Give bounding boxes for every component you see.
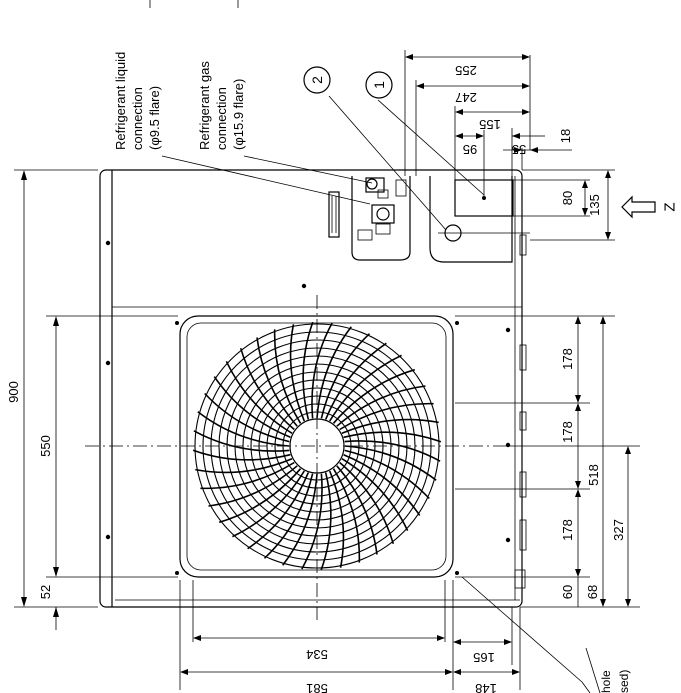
dim-255: 255 <box>455 63 477 78</box>
fan-blade-wire <box>197 411 290 447</box>
callout-2: 2 <box>303 66 331 94</box>
dim-68: 68 <box>585 585 600 599</box>
view-arrow-z: Z <box>621 195 679 219</box>
valve-cover-handle <box>328 191 340 238</box>
dim-178-c: 178 <box>560 519 575 541</box>
svg-text:hole: hole <box>599 670 613 693</box>
dimension-texts: 255 247 155 95 55 18 80 135 178 178 518 … <box>6 63 626 693</box>
fan-blade-wire <box>273 329 302 424</box>
fan-blade-wire <box>232 470 305 538</box>
fan-blade-wire <box>332 468 361 563</box>
fan-blade-wire <box>343 453 421 516</box>
dim-155: 155 <box>479 117 501 132</box>
service-panel <box>328 176 530 263</box>
fan-blade-wire <box>341 418 439 435</box>
fan-blade-wire <box>247 472 310 550</box>
dim-55: 55 <box>512 142 526 157</box>
fan-blade-wire <box>320 472 332 571</box>
top-dimensions <box>404 50 572 198</box>
dim-95: 95 <box>463 142 477 157</box>
fan-blade-wire <box>195 457 293 474</box>
dim-247: 247 <box>455 90 477 105</box>
svg-text:(φ9.5 flare): (φ9.5 flare) <box>147 86 162 150</box>
gas-valve <box>371 204 395 235</box>
dim-60: 60 <box>560 585 575 599</box>
liquid-valve <box>365 177 389 199</box>
liquid-connection-label: Refrigerant liquid connection (φ9.5 flar… <box>113 52 162 150</box>
fan-blade-wire <box>301 473 323 570</box>
dim-52: 52 <box>38 585 53 599</box>
fan-blade-wire <box>263 473 314 559</box>
hole-label: hole sed) <box>599 670 631 693</box>
leader-lines <box>149 0 601 693</box>
fan-blade-wire <box>208 465 298 507</box>
fan-blade-wire <box>329 354 402 422</box>
fan-blade-wire <box>200 461 295 490</box>
fan-blade-wire <box>341 458 409 531</box>
dim-178-b: 178 <box>560 421 575 443</box>
dim-581: 581 <box>306 681 328 693</box>
dim-148: 148 <box>475 681 497 693</box>
dim-518: 518 <box>586 464 601 486</box>
fan-blade-wire <box>193 430 290 452</box>
fan-blade-wire <box>302 321 314 420</box>
fan-blade-wire <box>218 468 302 524</box>
right-dimensions <box>455 169 640 608</box>
fan-blade-wire <box>192 449 291 461</box>
svg-text:Refrigerant gas: Refrigerant gas <box>197 61 212 150</box>
dim-165: 165 <box>473 650 495 665</box>
fan-blade-wire <box>332 368 416 424</box>
svg-text:sed): sed) <box>617 670 631 693</box>
center-lines <box>85 295 505 620</box>
fan-blade-wire <box>289 324 306 422</box>
fan-blade-wire <box>239 347 295 431</box>
svg-text:connection: connection <box>130 87 145 150</box>
bottom-dimensions <box>179 580 521 690</box>
dim-178-a: 178 <box>560 348 575 370</box>
fan-blade-wire <box>324 342 387 420</box>
dim-135: 135 <box>587 194 602 216</box>
fan-blade-wire <box>344 449 430 500</box>
fan-blade-wire <box>336 385 426 427</box>
fan-blade-wire <box>311 322 333 419</box>
side-tabs <box>514 234 527 589</box>
fan-blade-wire <box>344 440 441 462</box>
fan-blade-wire <box>339 402 434 431</box>
dim-534: 534 <box>306 647 328 662</box>
fan-blade-wire <box>204 392 290 443</box>
dim-80: 80 <box>560 191 575 205</box>
fan-blade-wire <box>328 470 345 568</box>
fan-blade-wire <box>282 473 318 566</box>
gas-connection-label: Refrigerant gas connection (φ15.9 flare) <box>197 61 246 150</box>
fan-blade-wire <box>336 465 378 555</box>
dim-550: 550 <box>38 435 53 457</box>
fan-blade-wire <box>256 337 298 427</box>
left-dimensions <box>14 169 178 630</box>
dim-327: 327 <box>611 519 626 541</box>
dim-900: 900 <box>6 381 21 403</box>
callout-1: 1 <box>365 71 393 99</box>
fan-blade-wire <box>344 445 437 481</box>
fan-blade-wire <box>225 361 293 434</box>
fan-blade-wire <box>213 376 291 439</box>
fan-blade-wire <box>316 326 352 419</box>
svg-text:2: 2 <box>309 76 325 84</box>
dim-18: 18 <box>558 129 573 143</box>
fan-blade-wire <box>339 461 395 545</box>
svg-text:Refrigerant liquid: Refrigerant liquid <box>113 52 128 150</box>
svg-text:1: 1 <box>371 81 387 89</box>
svg-text:(φ15.9 flare): (φ15.9 flare) <box>231 79 246 150</box>
view-letter: Z <box>662 202 679 211</box>
fan-blade-wire <box>343 431 442 443</box>
fan-blade-wire <box>320 333 371 419</box>
svg-text:connection: connection <box>214 87 229 150</box>
